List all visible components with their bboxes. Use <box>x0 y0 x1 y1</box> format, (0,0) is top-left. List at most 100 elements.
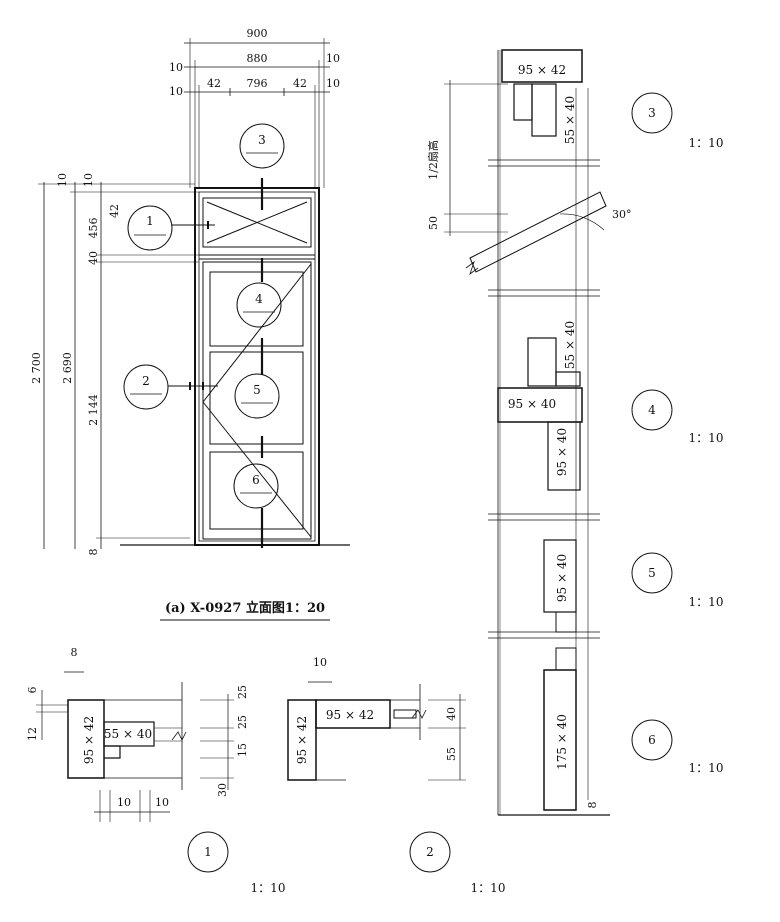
d6-scale: 1：10 <box>689 761 724 775</box>
callout-5: 5 <box>234 373 280 419</box>
d1-scale: 1：10 <box>251 881 286 895</box>
glazing-bead-slope <box>469 191 607 273</box>
d2-scale: 1：10 <box>471 881 506 895</box>
d2-tag-circle <box>409 831 451 873</box>
dim-880: 880 <box>247 52 268 65</box>
d4-rail-section <box>497 387 583 423</box>
vertical-section: 95 × 42 55 × 40 1/2扇高 50 30° 3 1：10 55 ×… <box>426 49 724 816</box>
dim-42-left: 42 <box>207 77 221 90</box>
door-panel-middle <box>209 351 304 445</box>
d1-dim-10-a: 10 <box>117 796 131 809</box>
d5-tag-circle <box>631 552 673 594</box>
d1-rail-section <box>103 721 155 747</box>
svg-text:1: 1 <box>146 214 154 228</box>
dim-42: 42 <box>108 204 121 218</box>
d3-tag: 3 <box>648 106 656 120</box>
callout-3: 3 <box>239 123 285 169</box>
d1-label-55x40: 55 × 40 <box>104 727 152 741</box>
detail-2: 95 × 42 95 × 42 10 40 55 2 1：10 <box>287 656 506 895</box>
dim-2144: 2 144 <box>87 394 100 426</box>
d3-angle: 30° <box>612 208 632 221</box>
d1-dim-25-a: 25 <box>236 685 249 699</box>
transom-panel <box>202 197 312 248</box>
drawing-title: (a) X-0927 立面图1：20 <box>165 600 325 616</box>
dim-456: 456 <box>87 218 100 239</box>
d1-dim-15: 15 <box>236 743 249 757</box>
door-panel-bottom <box>209 451 304 530</box>
d1-dim-10-b: 10 <box>155 796 169 809</box>
d3-head-section <box>501 49 583 83</box>
door-frame-outer <box>194 187 320 546</box>
top-dimensions: 900 880 796 42 42 10 10 10 10 <box>169 27 340 188</box>
detail-1: 95 × 42 55 × 40 8 6 12 10 10 25 25 15 30… <box>26 646 285 895</box>
d5-label-95x40: 95 × 40 <box>555 554 569 602</box>
d6-tag: 6 <box>648 733 656 747</box>
d1-tag-circle <box>187 831 229 873</box>
d3-scale: 1：10 <box>689 136 724 150</box>
d6-label-175x40: 175 × 40 <box>555 714 569 770</box>
dim-10-top-a: 10 <box>56 173 69 187</box>
d3-dim-50: 50 <box>427 216 440 230</box>
d4-tag-circle <box>631 389 673 431</box>
dim-10-a: 10 <box>169 61 183 74</box>
d3-label-95x42: 95 × 42 <box>518 63 566 77</box>
door-panel-top <box>209 271 304 347</box>
d1-dim-25-b: 25 <box>236 715 249 729</box>
dim-8: 8 <box>87 549 100 556</box>
d4-label-95x40-b: 95 × 40 <box>555 428 569 476</box>
svg-text:5: 5 <box>253 383 261 397</box>
d1-dim-12: 12 <box>26 727 39 741</box>
left-dimensions: 2 700 2 690 456 42 40 2 144 8 10 10 <box>30 173 199 556</box>
d5-scale: 1：10 <box>689 595 724 609</box>
svg-text:3: 3 <box>258 133 266 147</box>
d5-tag: 5 <box>648 566 656 580</box>
dim-900: 900 <box>247 27 268 40</box>
d4-label-95x40-a: 95 × 40 <box>508 397 556 411</box>
d2-label-95x42-a: 95 × 42 <box>295 716 309 764</box>
dim-10-top-b: 10 <box>82 173 95 187</box>
d4-tag: 4 <box>648 403 656 417</box>
callout-4: 4 <box>236 282 282 328</box>
callout-2: 2 <box>123 364 169 410</box>
d6-dim-8: 8 <box>586 802 599 809</box>
transom-cross-b <box>206 201 308 244</box>
d2-leaf-section <box>315 699 391 729</box>
dim-2690: 2 690 <box>61 352 74 384</box>
d3-dim-half-leaf: 1/2扇高 <box>426 140 440 180</box>
svg-text:6: 6 <box>252 473 260 487</box>
d2-dim-55: 55 <box>445 747 458 761</box>
d1-dim-6: 6 <box>26 687 39 694</box>
svg-text:4: 4 <box>255 292 263 306</box>
d1-label-95x42: 95 × 42 <box>82 716 96 764</box>
swing-line-a <box>202 263 312 403</box>
dim-796: 796 <box>247 77 268 90</box>
dim-40: 40 <box>87 251 100 265</box>
d3-label-55x40: 55 × 40 <box>563 96 577 144</box>
dim-10-b: 10 <box>169 85 183 98</box>
d2-label-95x42-b: 95 × 42 <box>326 708 374 722</box>
dim-10-c: 10 <box>326 52 340 65</box>
d3-tag-circle <box>631 92 673 134</box>
swing-line-b <box>202 401 312 538</box>
d6-tag-circle <box>631 719 673 761</box>
d2-tag: 2 <box>426 845 434 859</box>
dim-10-d: 10 <box>326 77 340 90</box>
d2-dim-10: 10 <box>313 656 327 669</box>
d1-dim-30: 30 <box>216 783 229 797</box>
callout-1: 1 <box>127 205 173 251</box>
dim-42-right: 42 <box>293 77 307 90</box>
door-frame-inner <box>198 191 316 542</box>
callout-6: 6 <box>233 463 279 509</box>
d4-scale: 1：10 <box>689 431 724 445</box>
door-leaf <box>202 261 312 540</box>
d1-tag: 1 <box>204 845 212 859</box>
elevation-view: 900 880 796 42 42 10 10 10 10 2 700 2 69… <box>30 27 350 621</box>
svg-text:2: 2 <box>142 374 150 388</box>
d1-dim-8: 8 <box>71 646 78 659</box>
dim-2700: 2 700 <box>30 352 43 384</box>
d4-leaf-section <box>547 421 581 491</box>
d2-dim-40: 40 <box>445 707 458 721</box>
d3-leaf-section <box>531 83 557 137</box>
